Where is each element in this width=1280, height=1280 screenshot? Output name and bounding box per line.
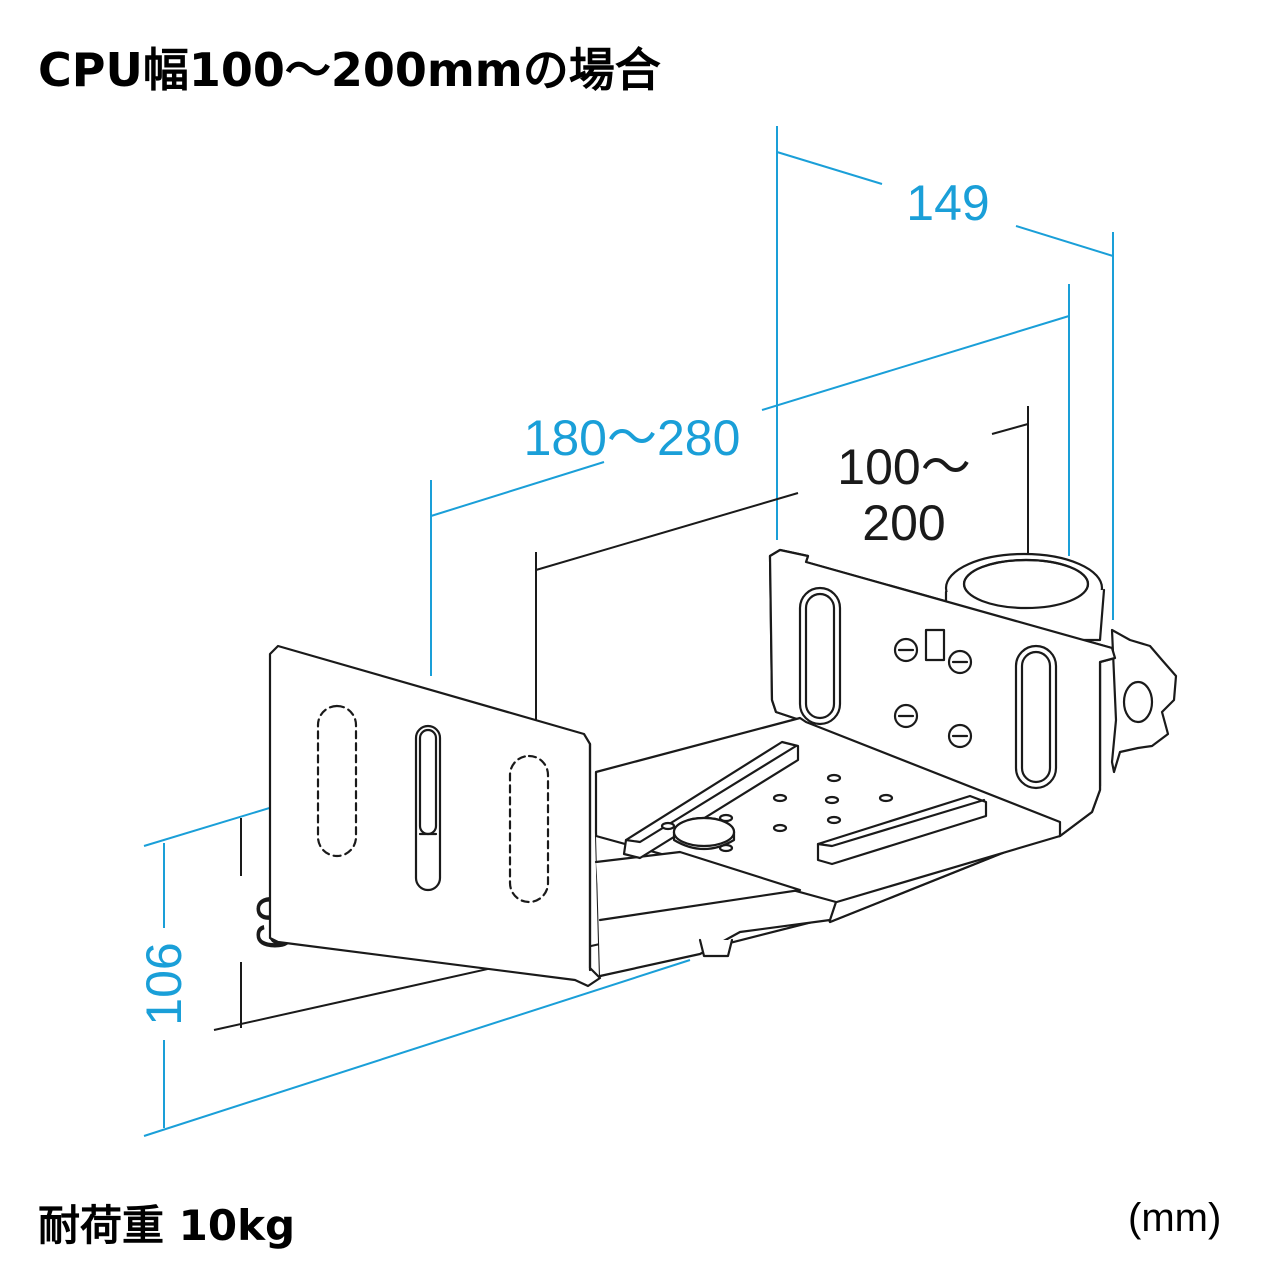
dimension-lines-black [213, 406, 1029, 1031]
front-slot-right [508, 754, 550, 904]
load-capacity: 耐荷重 10kg [38, 1201, 296, 1250]
cpu-holder-bracket [268, 548, 1178, 988]
diagram-title: CPU幅100〜200mmの場合 [38, 43, 661, 97]
dim-width-range: 180〜280 [524, 410, 741, 466]
dimension-lines-blue [143, 126, 1114, 1137]
dim-depth: 149 [906, 175, 989, 231]
dim-cpu-width-line2: 200 [862, 495, 945, 551]
back-screws [893, 637, 973, 749]
dim-total-height: 106 [136, 942, 192, 1025]
unit-label: (mm) [1128, 1196, 1222, 1240]
dim-cpu-width-line1: 100〜 [837, 439, 970, 495]
front-slot-left [316, 704, 358, 858]
tray-holes [660, 773, 894, 853]
